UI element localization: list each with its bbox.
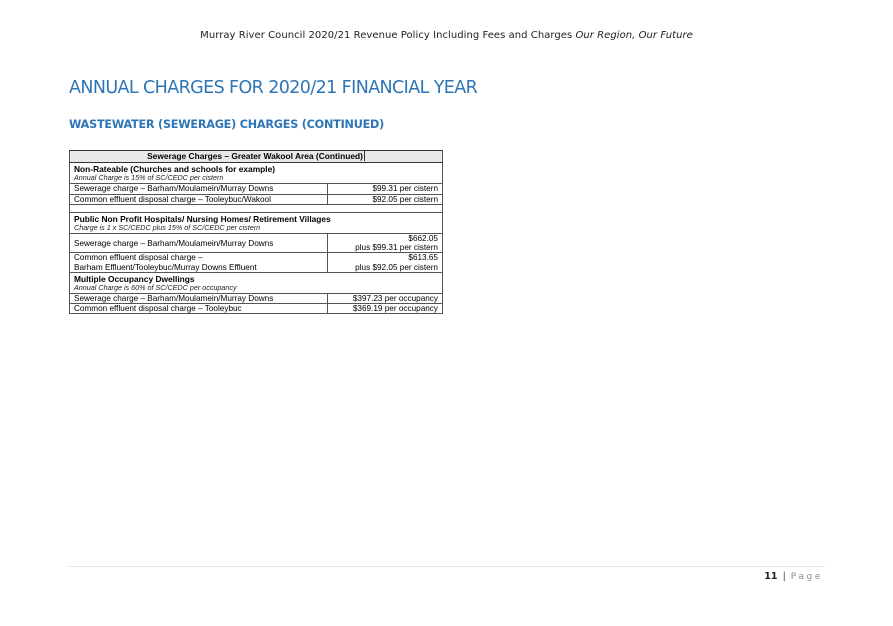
section-header-non-profit-hospitals: Public Non Profit Hospitals/ Nursing Hom…	[69, 211, 443, 235]
footer-divider	[68, 566, 825, 567]
page-label: Page	[790, 572, 823, 582]
row-value: $397.23 per occupancy	[327, 293, 443, 305]
row-description: Common effluent disposal charge – Barham…	[69, 252, 328, 273]
row-value: $92.05 per cistern	[327, 193, 443, 205]
row-description-line2: Barham Effluent/Tooleybuc/Murray Downs E…	[74, 262, 257, 272]
section-subtitle: WASTEWATER (SEWERAGE) CHARGES (CONTINUED…	[69, 118, 385, 131]
row-description: Sewerage charge – Barham/Moulamein/Murra…	[69, 293, 328, 305]
section-title: Multiple Occupancy Dwellings	[74, 273, 195, 284]
section-note: Annual Charge is 15% of SC/CEDC per cist…	[74, 173, 224, 183]
row-value-line1: $613.65	[408, 253, 438, 263]
footer-separator: |	[782, 571, 786, 582]
table-row: Common effluent disposal charge – Barham…	[69, 252, 443, 273]
section-header-multiple-occupancy: Multiple Occupancy Dwellings Annual Char…	[69, 271, 443, 295]
row-value-line2: plus $99.31 per cistern	[355, 243, 438, 253]
table-row: Common effluent disposal charge – Tooley…	[69, 303, 443, 315]
row-value: $99.31 per cistern	[327, 183, 443, 195]
table-header: Sewerage Charges – Greater Wakool Area (…	[69, 149, 443, 164]
table-row: Common effluent disposal charge – Tooley…	[69, 193, 443, 205]
section-header-non-rateable: Non-Rateable (Churches and schools for e…	[69, 162, 443, 185]
header-text: Murray River Council 2020/21 Revenue Pol…	[200, 30, 573, 41]
row-value: $369.19 per occupancy	[327, 303, 443, 315]
row-description: Sewerage charge – Barham/Moulamein/Murra…	[69, 183, 328, 195]
row-value: $662.05 plus $99.31 per cistern	[327, 233, 443, 254]
row-description: Common effluent disposal charge – Tooley…	[69, 193, 328, 205]
section-title: Public Non Profit Hospitals/ Nursing Hom…	[74, 213, 331, 224]
section-note: Charge is 1 x SC/CEDC plus 15% of SC/CED…	[74, 223, 261, 233]
row-description: Common effluent disposal charge – Tooley…	[69, 303, 328, 315]
table-header-row: Sewerage Charges – Greater Wakool Area (…	[69, 149, 443, 164]
row-description: Sewerage charge – Barham/Moulamein/Murra…	[69, 233, 328, 254]
table-row: Sewerage charge – Barham/Moulamein/Murra…	[69, 293, 443, 305]
row-description-line1: Common effluent disposal charge –	[74, 253, 203, 263]
row-value: $613.65 plus $92.05 per cistern	[327, 252, 443, 273]
page-title: ANNUAL CHARGES FOR 2020/21 FINANCIAL YEA…	[69, 78, 478, 98]
sewerage-charges-table: Sewerage Charges – Greater Wakool Area (…	[69, 149, 443, 315]
spacer-row	[69, 203, 443, 213]
table-header-text: Sewerage Charges – Greater Wakool Area (…	[147, 151, 365, 161]
row-value-line1: $662.05	[408, 234, 438, 244]
section-title: Non-Rateable (Churches and schools for e…	[74, 164, 276, 175]
row-value-line2: plus $92.05 per cistern	[355, 262, 438, 272]
table-row: Sewerage charge – Barham/Moulamein/Murra…	[69, 233, 443, 254]
table-row: Sewerage charge – Barham/Moulamein/Murra…	[69, 183, 443, 195]
running-header: Murray River Council 2020/21 Revenue Pol…	[0, 30, 893, 41]
page-number: 11	[764, 571, 778, 582]
page-footer: 11 | Page	[764, 571, 823, 582]
section-note: Annual Charge is 60% of SC/CEDC per occu…	[74, 283, 237, 293]
header-tagline: Our Region, Our Future	[575, 30, 693, 41]
